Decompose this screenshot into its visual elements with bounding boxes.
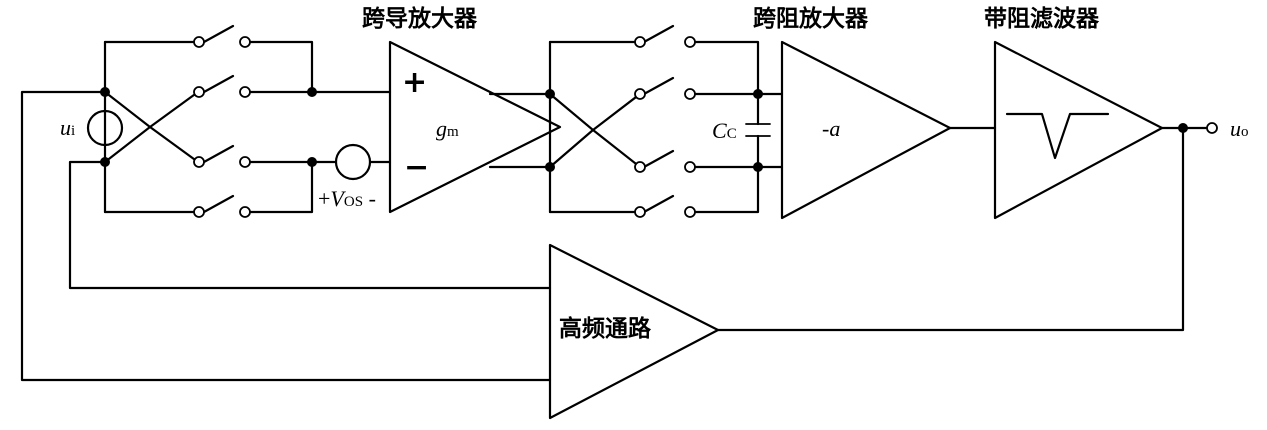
non-inverting-input-mark: + bbox=[402, 65, 428, 100]
input-source bbox=[86, 109, 124, 147]
input-voltage-label: ui bbox=[60, 115, 76, 140]
inverting-input-mark: − bbox=[404, 150, 430, 185]
output-voltage-label: uo bbox=[1230, 116, 1249, 141]
transconductance-amp-label: 跨导放大器 bbox=[362, 6, 477, 32]
high-frequency-path-label: 高频通路 bbox=[559, 316, 651, 342]
transimpedance-amp-triangle bbox=[780, 40, 997, 220]
notch-response-icon bbox=[1005, 112, 1110, 160]
transimpedance-amp-label: 跨阻放大器 bbox=[753, 6, 868, 32]
transconductance-symbol: gm bbox=[436, 116, 459, 141]
compensation-capacitor bbox=[745, 92, 784, 169]
high-frequency-path bbox=[20, 90, 1185, 420]
junction-nodes bbox=[100, 87, 1188, 172]
offset-voltage-label: +VOS - bbox=[318, 186, 376, 211]
input-chopper-switches bbox=[103, 24, 314, 218]
output-line bbox=[1160, 122, 1218, 134]
output-terminal bbox=[1206, 122, 1218, 134]
band-stop-filter-label: 带阻滤波器 bbox=[984, 6, 1099, 32]
gain-symbol: -a bbox=[822, 116, 841, 141]
capacitor-label: CC bbox=[712, 118, 737, 143]
amp-input-wiring bbox=[310, 90, 392, 181]
offset-voltage-source bbox=[334, 143, 372, 181]
band-stop-filter-triangle bbox=[993, 40, 1164, 220]
output-chopper-switches bbox=[488, 24, 760, 218]
transconductance-amp-triangle bbox=[388, 40, 562, 214]
